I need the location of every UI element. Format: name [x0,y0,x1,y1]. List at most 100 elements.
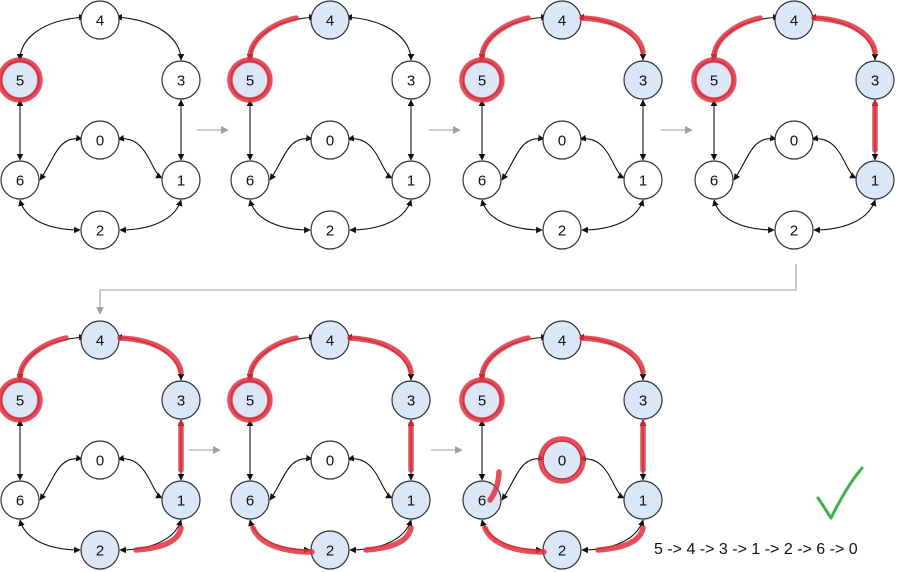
traversal-result-text: 5 -> 4 -> 3 -> 1 -> 2 -> 6 -> 0 [654,541,858,558]
graph-node-2: 2 [542,530,582,570]
flow-arrow-row-wrap [96,264,797,315]
graph-edge-8 [813,199,877,234]
node-label: 2 [790,223,798,240]
node-circle [623,380,663,420]
graph-node-6: 6 [462,480,502,520]
graph-node-4: 4 [542,0,582,40]
node-circle [623,160,663,200]
highlight-n5 [227,57,273,103]
highlight-n0 [538,436,586,484]
highlight-n5 [691,57,737,103]
node-label: 4 [558,333,566,350]
graph-edge-6 [347,454,393,499]
graph-edge-6 [117,454,163,499]
graph-node-2: 2 [310,210,350,250]
graph-node-3: 3 [161,60,201,100]
graph-edge-5 [39,134,83,181]
graph-node-0: 0 [774,120,814,160]
node-circle [310,210,350,250]
graph-node-1: 1 [391,160,431,200]
node-circle [310,440,350,480]
node-label: 1 [407,493,415,510]
graph-node-0: 0 [310,440,350,480]
graph-node-3: 3 [623,380,663,420]
graph-edge-7 [18,519,81,554]
node-label: 5 [246,393,254,410]
highlight-e43 [117,335,184,375]
node-circle [391,160,431,200]
highlight-e12 [595,525,646,553]
node-label: 2 [558,223,566,240]
node-label: 6 [478,493,486,510]
node-label: 3 [407,393,415,410]
graph-edge-2 [345,14,415,61]
node-circle [391,480,431,520]
node-label: 0 [790,133,798,150]
node-circle [161,380,201,420]
node-label: 6 [246,493,254,510]
node-circle [80,530,120,570]
graph-node-2: 2 [310,530,350,570]
node-label: 1 [639,173,647,190]
node-circle [161,160,201,200]
highlight-e54 [17,335,69,381]
node-label: 2 [326,543,334,560]
node-circle [462,160,502,200]
highlight-n5 [459,57,505,103]
node-circle [623,480,663,520]
node-circle [310,0,350,40]
node-label: 4 [790,13,798,30]
graph-edge-8 [119,199,183,234]
node-label: 3 [639,393,647,410]
graph-edge-6 [579,134,625,179]
node-label: 1 [177,493,185,510]
node-circle [623,60,663,100]
graph-node-2: 2 [774,210,814,250]
graph-edge-6 [811,134,857,179]
graph-edge-5 [501,134,545,181]
node-label: 0 [326,453,334,470]
highlight-e43 [347,335,414,375]
graph-node-0: 0 [310,120,350,160]
node-circle [855,160,895,200]
graph-edge-7 [712,199,775,234]
node-circle [0,480,40,520]
node-label: 2 [96,223,104,240]
flow-arrows [96,126,797,454]
graph-node-0: 0 [80,120,120,160]
graph-node-1: 1 [623,160,663,200]
node-circle [310,120,350,160]
graph-edge-6 [117,134,163,179]
node-label: 3 [639,73,647,90]
node-label: 0 [558,453,566,470]
node-circle [855,60,895,100]
node-circle [161,60,201,100]
graph-edge-8 [581,519,645,554]
graph-node-6: 6 [0,160,40,200]
graph-node-0: 0 [80,440,120,480]
graph-node-2: 2 [542,210,582,250]
node-label: 5 [478,393,486,410]
node-circle [774,210,814,250]
node-label: 0 [96,133,104,150]
node-label: 1 [177,173,185,190]
node-circle [80,440,120,480]
node-circle [80,0,120,40]
node-label: 1 [639,493,647,510]
graph-edge-8 [349,199,413,234]
node-circle [774,120,814,160]
node-label: 5 [478,73,486,90]
graph-node-6: 6 [694,160,734,200]
node-circle [230,480,270,520]
graph-node-4: 4 [310,320,350,360]
node-circle [391,380,431,420]
graph-node-4: 4 [80,320,120,360]
graph-node-0: 0 [542,120,582,160]
node-circle [694,160,734,200]
graph-edge-7 [480,199,543,234]
highlight-n5 [0,57,43,103]
graph-node-2: 2 [80,530,120,570]
